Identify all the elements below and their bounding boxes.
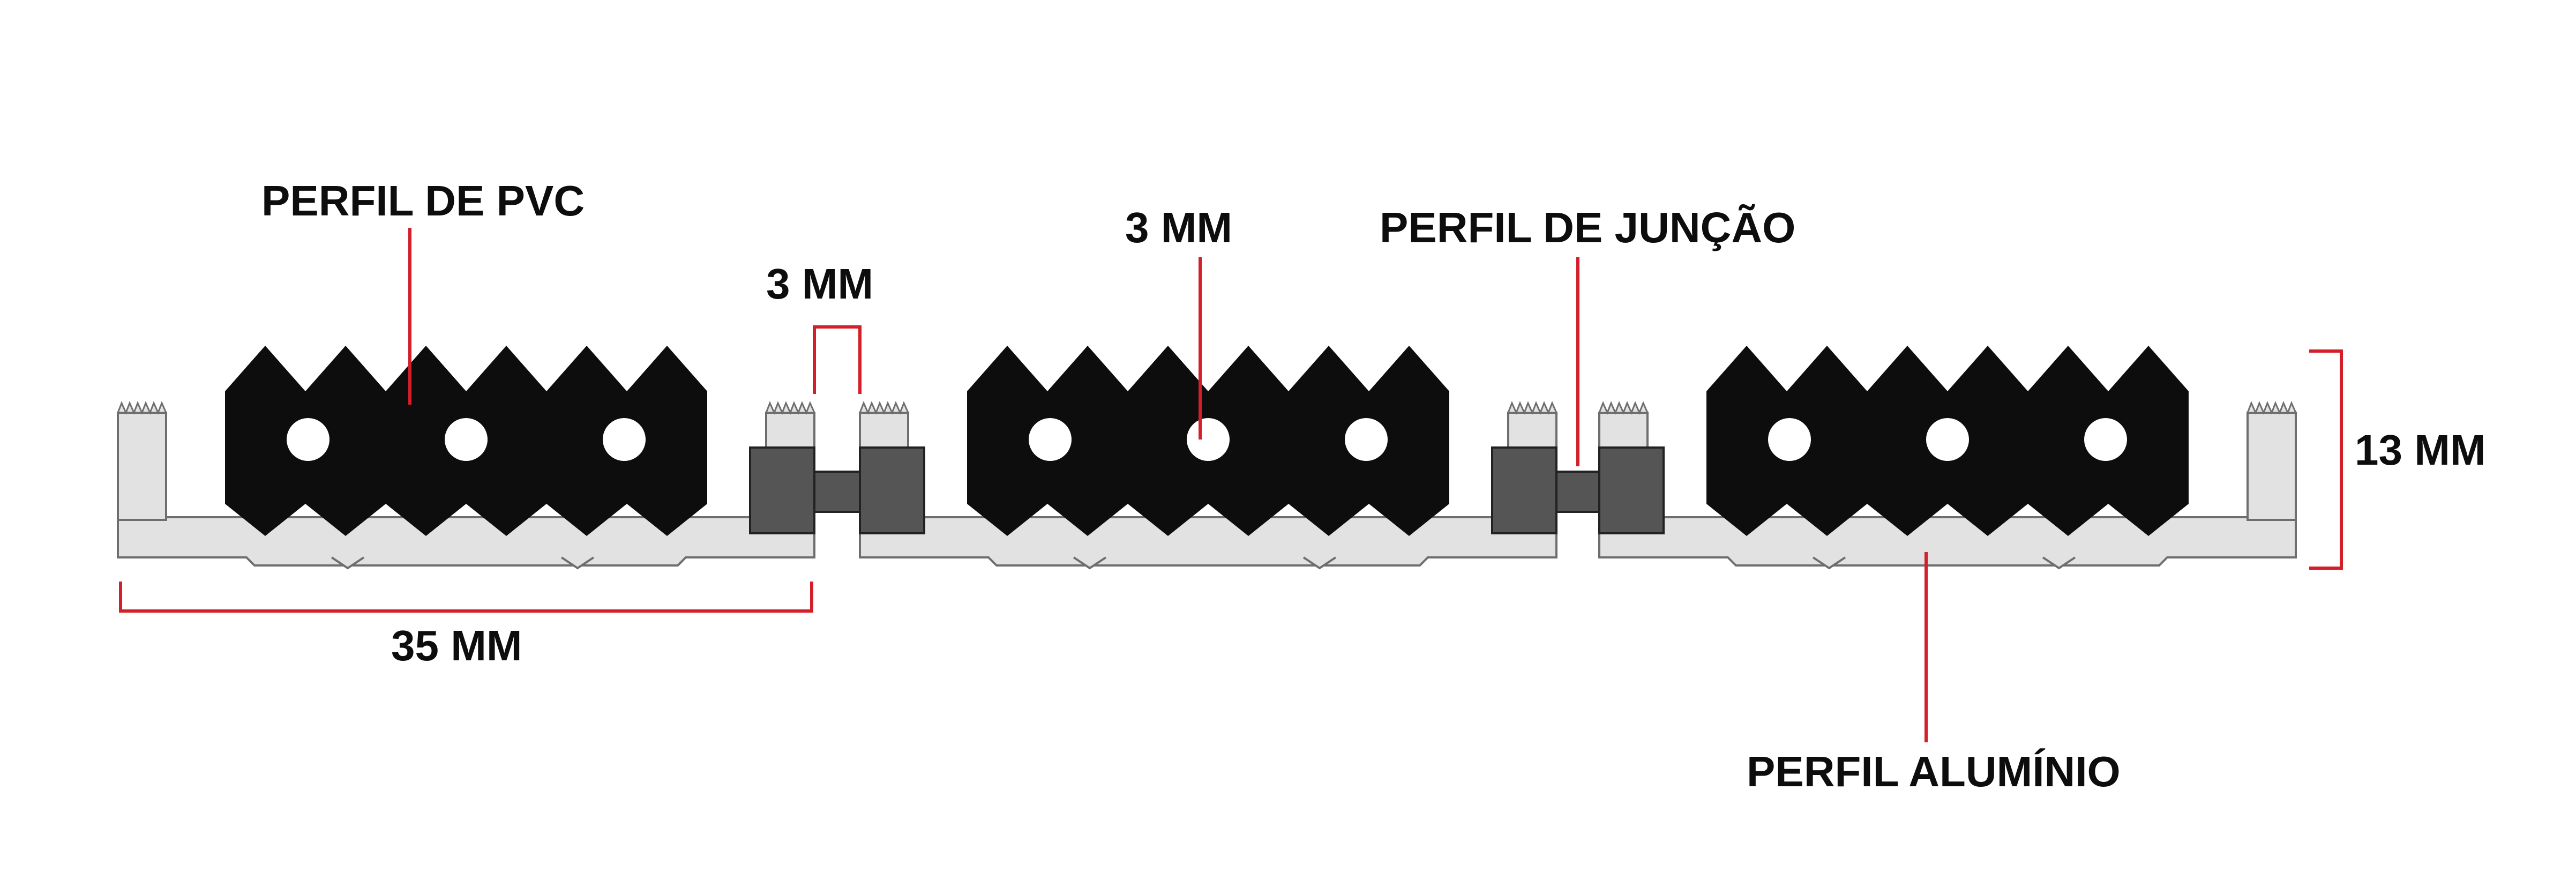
- junction-bridge: [813, 471, 861, 513]
- pvc-insert-hole: [1029, 418, 1072, 461]
- label-height: 13 MM: [2355, 426, 2486, 474]
- label-pvc-profile: PERFIL DE PVC: [261, 177, 585, 225]
- dimension-width: [119, 582, 813, 613]
- dimension-height: [2309, 349, 2343, 570]
- dimension-gap-left: [813, 325, 862, 394]
- junction-profiles: [749, 446, 1665, 534]
- aluminium-base-notch: [1073, 556, 1107, 570]
- pvc-insert-hole: [445, 418, 488, 461]
- aluminium-base-notch: [560, 556, 595, 570]
- aluminium-base-notch: [1302, 556, 1337, 570]
- aluminium-base: [859, 516, 1557, 567]
- label-aluminium-profile: PERFIL ALUMÍNIO: [1747, 748, 2121, 795]
- dimension-annotations: [119, 228, 2343, 742]
- junction-bridge: [1555, 471, 1600, 513]
- aluminium-wall-serration: [1598, 401, 1649, 415]
- junction-left-block: [1491, 446, 1557, 534]
- aluminium-base: [1598, 516, 2297, 567]
- aluminium-wall: [117, 412, 167, 521]
- pvc-insert-hole: [1345, 418, 1388, 461]
- aluminium-base-notch: [2042, 556, 2076, 570]
- pvc-inserts: [225, 346, 2189, 536]
- aluminium-wall-serration: [858, 401, 910, 415]
- aluminium-wall-serration: [116, 401, 168, 415]
- aluminium-wall-serration: [2246, 401, 2297, 415]
- pvc-insert-hole: [2084, 418, 2127, 461]
- junction-right-block: [1598, 446, 1665, 534]
- pvc-insert-hole: [287, 418, 330, 461]
- aluminium-wall: [2246, 412, 2297, 521]
- pvc-insert-hole: [1187, 418, 1230, 461]
- label-gap-center: 3 MM: [1125, 204, 1232, 251]
- label-width: 35 MM: [391, 622, 522, 669]
- label-junction-profile: PERFIL DE JUNÇÃO: [1380, 204, 1796, 251]
- aluminium-base-notch: [1812, 556, 1846, 570]
- label-gap-left: 3 MM: [766, 260, 873, 308]
- aluminium-wall-serration: [1507, 401, 1558, 415]
- junction-left-block: [749, 446, 815, 534]
- aluminium-base-notch: [331, 556, 365, 570]
- aluminium-base: [117, 516, 815, 567]
- junction-right-block: [859, 446, 925, 534]
- pvc-insert-hole: [603, 418, 646, 461]
- aluminium-wall-serration: [765, 401, 816, 415]
- pvc-insert-hole: [1768, 418, 1811, 461]
- pvc-insert-hole: [1926, 418, 1969, 461]
